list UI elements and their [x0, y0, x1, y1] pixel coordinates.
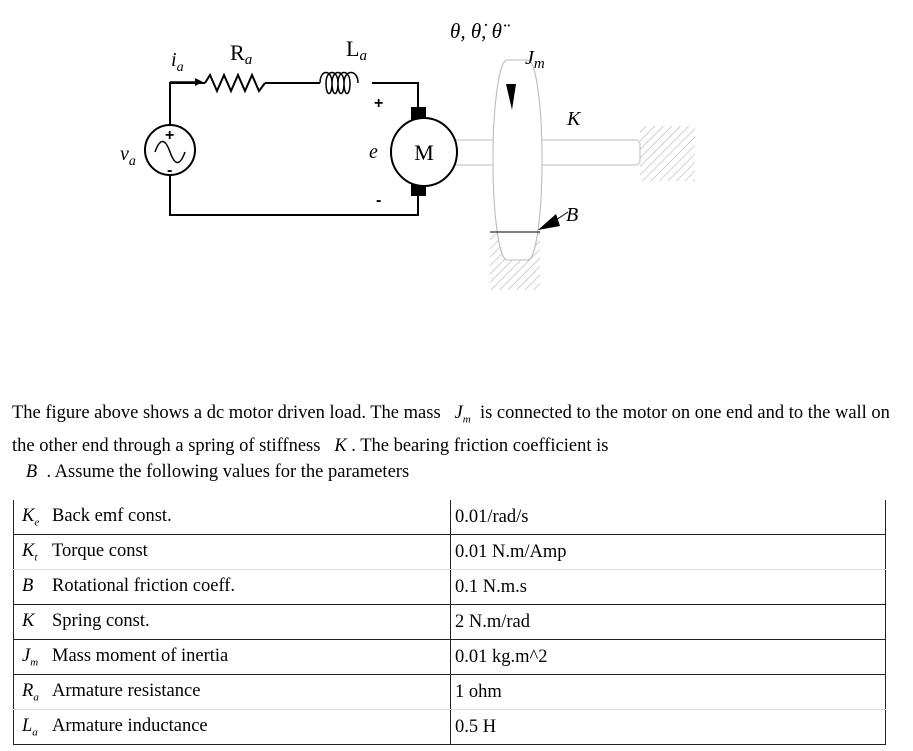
svg-text:va: va — [120, 143, 136, 169]
motor — [390, 117, 458, 187]
svg-text:+: + — [165, 127, 174, 144]
svg-text:-: - — [376, 192, 381, 209]
parameter-description: Torque const — [52, 540, 148, 561]
ac-wave-icon — [154, 140, 186, 164]
svg-text:M: M — [414, 140, 434, 165]
parameter-value: 0.01 kg.m^2 — [450, 639, 886, 675]
svg-text:+: + — [374, 95, 383, 112]
svg-text:K: K — [566, 108, 582, 130]
inertia-disk — [492, 59, 543, 261]
rotation-arrow-icon — [506, 84, 516, 110]
problem-paragraph: The figure above shows a dc motor driven… — [12, 403, 890, 482]
parameter-value: 0.5 H — [450, 709, 886, 745]
svg-text:-: - — [167, 162, 172, 179]
resistor — [204, 72, 266, 94]
current-arrow-icon — [195, 78, 203, 86]
circuit-wires — [169, 71, 419, 216]
svg-text:Jm: Jm — [525, 47, 545, 72]
friction-arrow-icon — [538, 214, 560, 230]
parameter-value: 2 N.m/rad — [450, 604, 886, 640]
svg-text:e: e — [369, 141, 378, 163]
parameter-description: Armature resistance — [52, 680, 201, 701]
parameter-value: 0.01 N.m/Amp — [450, 534, 886, 570]
parameter-description: Rotational friction coeff. — [52, 575, 236, 596]
dc-motor-diagram: + - M + e - ia Ra La va θ, θ̇, θ̈ Jm K B — [120, 19, 695, 290]
svg-text:Ra: Ra — [230, 40, 252, 68]
parameter-description: Back emf const. — [52, 505, 172, 526]
inductor — [319, 71, 359, 95]
parameter-value: 0.1 N.m.s — [450, 569, 886, 605]
brush-top — [411, 107, 426, 120]
svg-text:ia: ia — [171, 49, 184, 75]
svg-text:B: B — [566, 204, 578, 226]
parameter-description: Armature inductance — [52, 715, 208, 736]
wall — [640, 126, 695, 181]
spring-shaft — [539, 139, 641, 166]
svg-text:La: La — [346, 36, 367, 64]
svg-text:θ, θ̇, θ̈: θ, θ̇, θ̈ — [450, 19, 510, 43]
parameter-value: 0.01/rad/s — [450, 500, 886, 535]
parameter-description: Spring const. — [52, 610, 150, 631]
parameter-description: Mass moment of inertia — [52, 645, 229, 666]
parameter-value: 1 ohm — [450, 674, 886, 710]
